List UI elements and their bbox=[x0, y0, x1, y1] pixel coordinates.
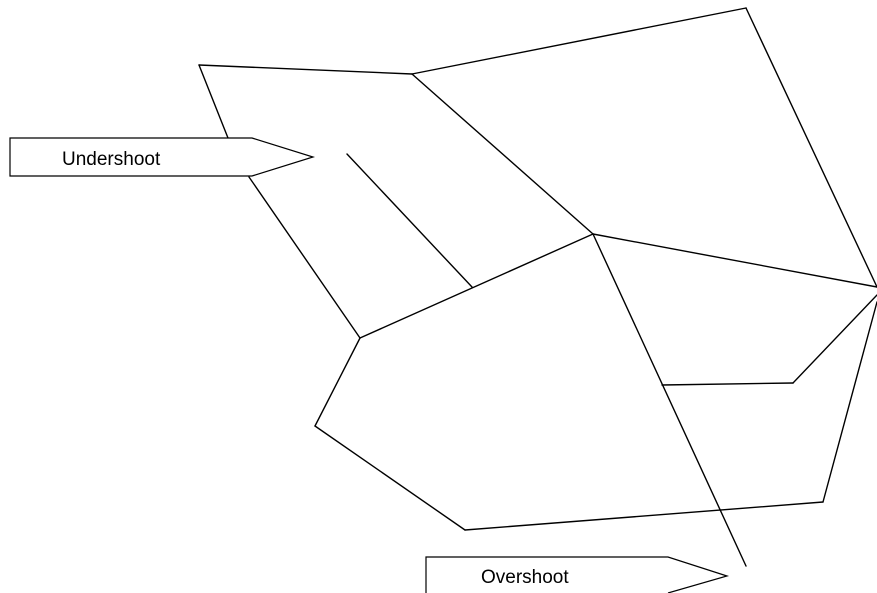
edge bbox=[464, 501, 824, 531]
edge bbox=[411, 7, 747, 75]
overshoot-label: Overshoot bbox=[481, 567, 569, 588]
overshoot-line bbox=[592, 233, 747, 567]
edge bbox=[314, 337, 361, 427]
undershoot-callout: Undershoot bbox=[9, 137, 316, 177]
callout-arrow bbox=[9, 137, 316, 177]
undershoot-label: Undershoot bbox=[62, 149, 161, 170]
edge bbox=[198, 64, 413, 75]
callout-arrow bbox=[425, 556, 730, 593]
edge bbox=[314, 425, 466, 531]
edge bbox=[792, 294, 877, 384]
undershoot-line bbox=[346, 153, 473, 288]
edge bbox=[822, 301, 877, 503]
edge bbox=[359, 233, 594, 339]
edge bbox=[745, 7, 877, 288]
edge bbox=[661, 382, 794, 386]
edge bbox=[411, 73, 594, 235]
edge bbox=[198, 64, 229, 139]
edge bbox=[248, 176, 361, 339]
overshoot-callout: Overshoot bbox=[425, 556, 730, 593]
edge bbox=[592, 233, 877, 288]
polygon-network bbox=[198, 7, 877, 567]
